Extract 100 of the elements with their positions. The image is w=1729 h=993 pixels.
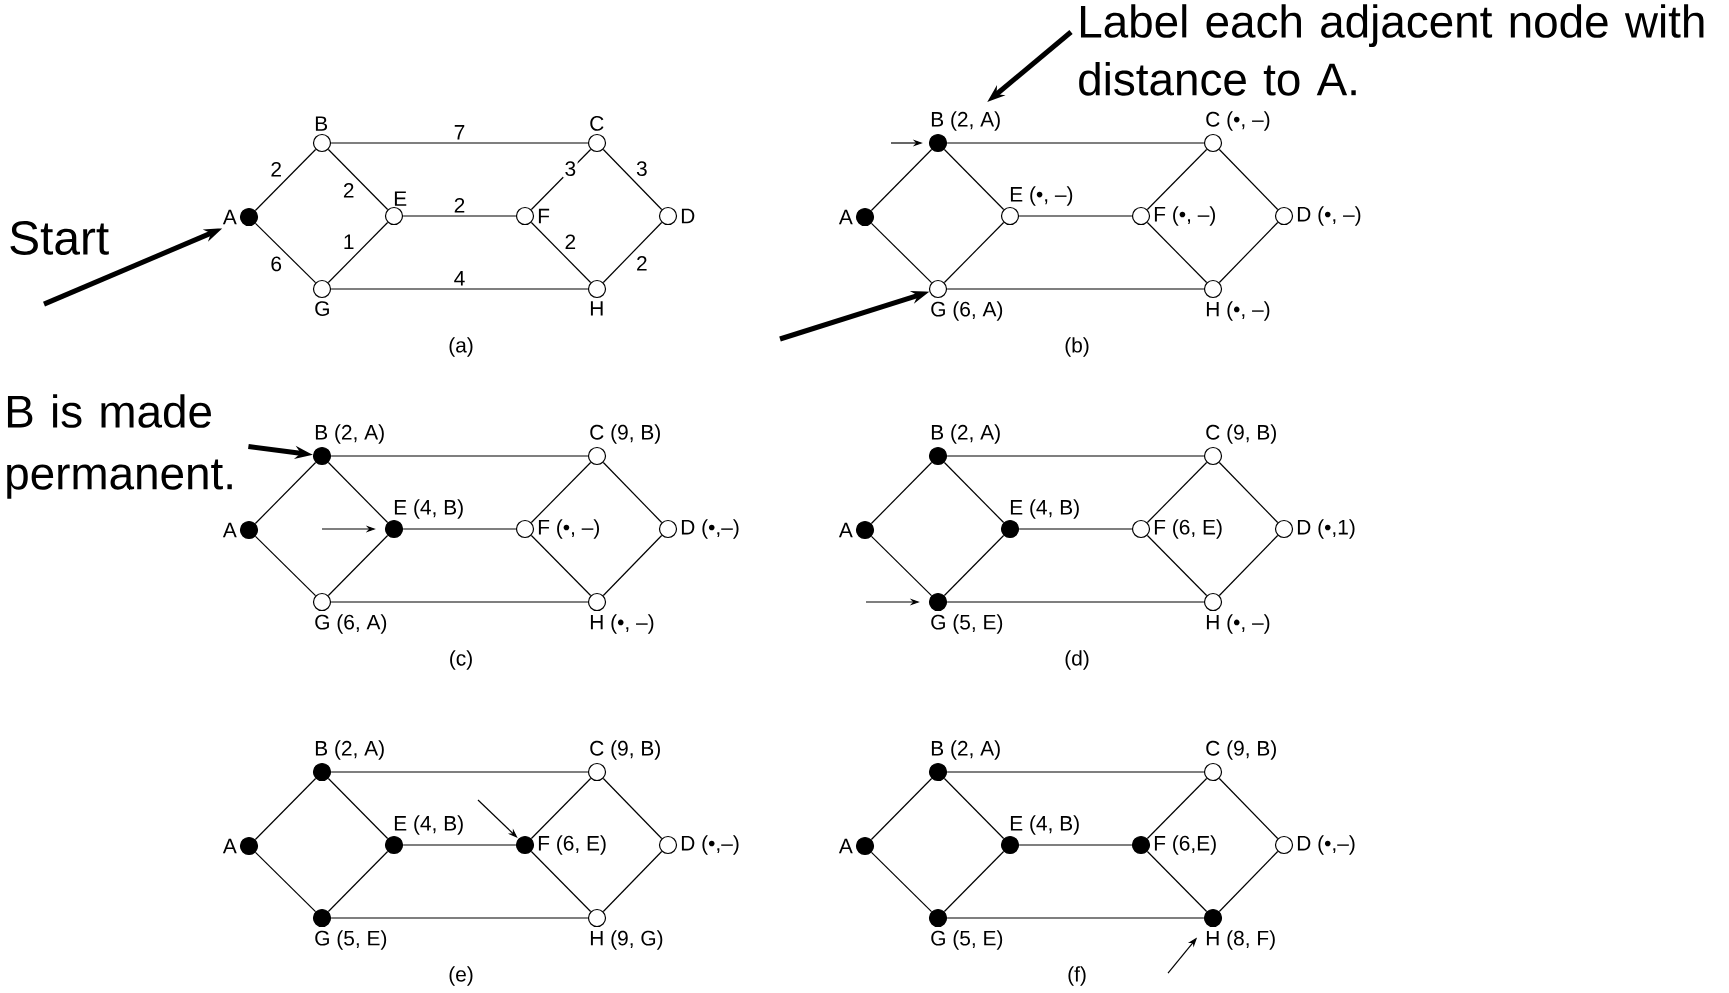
edge-label: 2 [268, 160, 284, 178]
node-label: A [222, 838, 237, 854]
graph-edge [402, 528, 517, 530]
graph-edge [254, 461, 317, 525]
graph-edge [602, 777, 663, 840]
graph-edge [327, 221, 389, 284]
node-label: D (•,1) [1297, 519, 1355, 539]
node-label: D (•, –) [1297, 206, 1361, 226]
node-label: F (6, E) [1154, 519, 1222, 539]
graph-edge [327, 777, 389, 840]
graph-edge [330, 771, 589, 773]
graph-edge [1146, 534, 1208, 597]
node-label: H (9, G) [590, 930, 663, 950]
graph-edge [330, 288, 589, 290]
graph-edge [943, 221, 1005, 284]
graph-edge [1218, 221, 1279, 284]
graph-edge [254, 535, 317, 597]
graph-edge [330, 142, 589, 144]
graph-edge [943, 850, 1005, 913]
graph-edge [1218, 461, 1279, 524]
edge-label: 1 [341, 233, 356, 251]
graph-edge [1218, 534, 1279, 597]
edge-label: 4 [452, 269, 467, 287]
panel-caption: (a) [449, 337, 473, 357]
graph-edge [870, 222, 933, 284]
graph-edge [870, 148, 933, 212]
node-label: D (•,–) [1297, 835, 1355, 855]
panel-caption: (e) [449, 966, 473, 986]
node-label: H (•, –) [590, 614, 654, 634]
graph-edge [1218, 777, 1279, 840]
node-label: A [838, 522, 853, 538]
graph-edge [327, 148, 389, 211]
edge-label: 7 [452, 123, 467, 141]
node-label: E (4, B) [394, 815, 463, 835]
graph-edge [254, 851, 317, 913]
node-label: F (•, –) [1154, 206, 1215, 226]
node-label: G (6, A) [315, 614, 387, 634]
graph-edge [530, 777, 592, 840]
node-label: C (9, B) [590, 424, 660, 444]
node-label: E (•, –) [1010, 186, 1073, 206]
node-label: H (•, –) [1206, 301, 1270, 321]
node-label: B (2, A) [931, 111, 1000, 131]
graph-edge [530, 850, 592, 913]
node-label: E (4, B) [1010, 815, 1079, 835]
node-label: D [681, 208, 695, 224]
node-label: C (9, B) [1206, 740, 1276, 760]
graph-edge [254, 148, 317, 212]
node-label: A [838, 209, 853, 225]
annotation-text: B is made permanent. [7, 394, 232, 499]
node-label: G (5, E) [931, 930, 1003, 950]
node-label: G (5, E) [315, 930, 387, 950]
graph-edge [330, 917, 589, 919]
edge-label: 2 [634, 254, 650, 273]
node-label: E (4, B) [394, 499, 463, 519]
graph-edge [254, 777, 317, 841]
graph-edge [530, 148, 592, 211]
graph-edge [530, 221, 592, 284]
edge-label: 6 [268, 255, 284, 273]
node-label: B (2, A) [931, 424, 1000, 444]
node-label: H (•, –) [1206, 614, 1270, 634]
graph-edge [946, 455, 1205, 457]
node-label: G (5, E) [931, 614, 1003, 634]
graph-edge [327, 534, 389, 597]
graph-edge [870, 535, 933, 597]
graph-edge [602, 221, 663, 284]
node-label: F (6, E) [538, 835, 606, 855]
graph-edge [330, 601, 589, 603]
node-label: B [315, 116, 328, 131]
graph-edge [1146, 461, 1208, 524]
node-label: B (2, A) [931, 740, 1000, 760]
node-label: D (•,–) [681, 835, 739, 855]
graph-edge [946, 142, 1205, 144]
node-label: A [222, 209, 237, 225]
graph-edge [1018, 528, 1133, 530]
panel-caption: (c) [450, 650, 472, 670]
graph-edge [946, 601, 1205, 603]
graph-edge [1146, 221, 1208, 284]
graph-edge [1146, 850, 1208, 913]
graph-edge [402, 844, 517, 846]
graph-edge [530, 461, 592, 524]
node-label: G (6, A) [931, 301, 1003, 321]
node-label: A [838, 838, 853, 854]
node-label: B (2, A) [315, 424, 384, 444]
graph-edge [943, 148, 1005, 211]
graph-edge [870, 777, 933, 841]
graph-edge [402, 215, 517, 217]
graph-edge [943, 461, 1005, 524]
graph-edge [1018, 215, 1133, 217]
edge-label: 3 [634, 159, 650, 178]
graph-edge [602, 148, 663, 211]
annotation-text: Start [10, 221, 109, 255]
node-label: F [538, 208, 550, 224]
graph-edge [946, 288, 1205, 290]
graph-edge [1218, 850, 1279, 913]
graph-edge [870, 461, 933, 525]
node-label: G [315, 301, 329, 316]
node-label: F (6,E) [1154, 835, 1216, 855]
edge-label: 2 [563, 232, 578, 251]
edge-label: 3 [563, 159, 578, 178]
node-label: D (•,–) [681, 519, 739, 539]
